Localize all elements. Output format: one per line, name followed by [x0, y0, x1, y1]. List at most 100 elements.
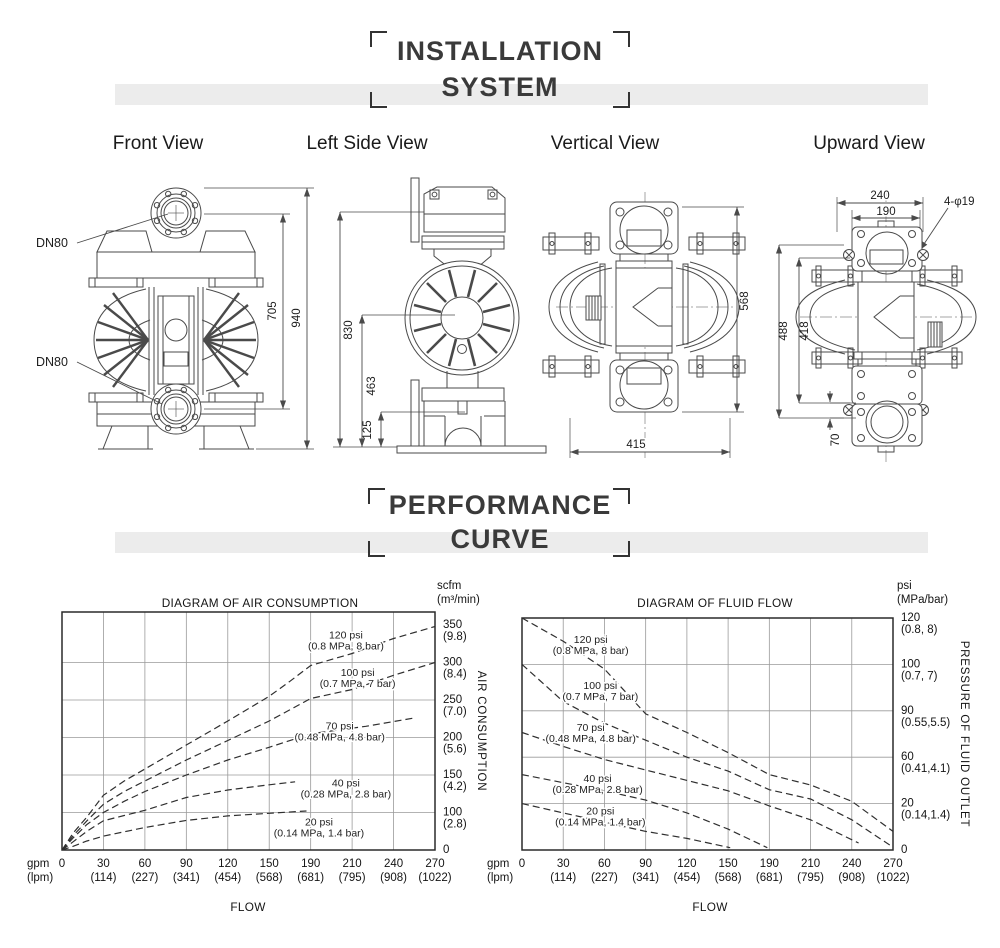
- svg-text:(908): (908): [838, 872, 865, 884]
- svg-text:150: 150: [443, 769, 462, 781]
- svg-text:FLOW: FLOW: [230, 900, 266, 914]
- upward-view-drawing: [775, 190, 977, 462]
- svg-text:(0.55,5.5): (0.55,5.5): [901, 717, 950, 729]
- bracket-icon: [368, 541, 385, 557]
- svg-text:(341): (341): [632, 872, 659, 884]
- curve-100-psi: [521, 663, 891, 846]
- upward-dim-240: 240: [870, 190, 889, 202]
- curve-20-psi: [521, 803, 731, 849]
- svg-text:(568): (568): [715, 872, 742, 884]
- clamp-bolts: [548, 232, 740, 378]
- svg-text:0: 0: [519, 858, 525, 870]
- curve-label: 120 psi(0.8 MPa, 8 bar): [308, 630, 384, 653]
- svg-text:(lpm): (lpm): [27, 872, 53, 884]
- svg-text:gpm: gpm: [27, 858, 49, 870]
- svg-text:0: 0: [443, 844, 449, 856]
- svg-text:scfm: scfm: [437, 580, 461, 592]
- svg-text:(0.7, 7): (0.7, 7): [901, 670, 938, 682]
- svg-text:(MPa/bar): (MPa/bar): [897, 594, 948, 606]
- svg-text:(454): (454): [214, 872, 241, 884]
- svg-text:(681): (681): [756, 872, 783, 884]
- svg-text:210: 210: [343, 858, 362, 870]
- upward-dim-holes: 4-φ19: [944, 196, 974, 208]
- side-dim-125: 125: [362, 420, 374, 439]
- svg-text:(7.0): (7.0): [443, 706, 467, 718]
- fluid-flow-chart: 120 psi(0.8 MPa, 8 bar)100 psi(0.7 MPa, …: [487, 580, 970, 914]
- svg-text:(5.6): (5.6): [443, 744, 467, 756]
- svg-text:(227): (227): [591, 872, 618, 884]
- svg-text:350: 350: [443, 619, 462, 631]
- bracket-icon: [370, 31, 387, 47]
- svg-text:(341): (341): [173, 872, 200, 884]
- svg-text:0: 0: [59, 858, 65, 870]
- svg-text:60: 60: [138, 858, 151, 870]
- svg-text:200: 200: [443, 732, 462, 744]
- air-consumption-chart: 120 psi(0.8 MPa, 8 bar) 100 psi(0.7 MPa, …: [27, 580, 487, 914]
- svg-text:150: 150: [260, 858, 279, 870]
- svg-text:30: 30: [557, 858, 570, 870]
- wheel-spokes: [413, 269, 511, 367]
- svg-text:190: 190: [760, 858, 779, 870]
- svg-text:FLOW: FLOW: [692, 900, 728, 914]
- svg-text:20: 20: [901, 798, 914, 810]
- bracket-icon: [613, 541, 630, 557]
- svg-text:270: 270: [883, 858, 902, 870]
- svg-text:240: 240: [842, 858, 861, 870]
- svg-text:(8.4): (8.4): [443, 669, 467, 681]
- svg-text:150: 150: [719, 858, 738, 870]
- view-label-side: Left Side View: [306, 133, 428, 154]
- svg-text:(0.8, 8): (0.8, 8): [901, 624, 938, 636]
- bolt-holes: [153, 190, 199, 236]
- svg-text:(2.8): (2.8): [443, 819, 467, 831]
- right-fins: [203, 292, 256, 388]
- curve-label: 100 psi(0.7 MPa, 7 bar): [320, 667, 396, 690]
- svg-text:(1022): (1022): [418, 872, 451, 884]
- svg-text:(114): (114): [550, 872, 576, 884]
- curve-40-psi: [61, 781, 296, 851]
- svg-text:psi: psi: [897, 580, 912, 592]
- header-band-installation: [115, 84, 928, 105]
- bolt-holes: [153, 386, 199, 432]
- svg-text:(908): (908): [380, 872, 407, 884]
- vertical-view-drawing: [542, 192, 746, 458]
- svg-text:100: 100: [443, 807, 462, 819]
- bracket-icon: [370, 92, 387, 108]
- front-dim-705: 705: [267, 301, 279, 320]
- svg-text:gpm: gpm: [487, 858, 509, 870]
- front-view-drawing: [76, 187, 314, 450]
- svg-text:90: 90: [639, 858, 652, 870]
- svg-text:120: 120: [901, 612, 920, 624]
- section-title-installation-line1: INSTALLATION: [397, 36, 603, 66]
- svg-text:(4.2): (4.2): [443, 781, 467, 793]
- front-port-bottom-label: DN80: [36, 355, 68, 369]
- side-dim-830: 830: [343, 320, 355, 339]
- front-dim-940: 940: [291, 308, 303, 327]
- left-fins: [96, 292, 149, 388]
- upward-dim-70: 70: [830, 434, 842, 447]
- curve-label: 120 psi(0.8 MPa, 8 bar): [553, 634, 629, 657]
- curve-120-psi: [521, 617, 894, 832]
- svg-text:(795): (795): [339, 872, 366, 884]
- bracket-icon: [613, 92, 630, 108]
- svg-text:(681): (681): [297, 872, 324, 884]
- svg-text:AIR CONSUMPTION: AIR CONSUMPTION: [475, 671, 487, 792]
- svg-text:60: 60: [598, 858, 611, 870]
- svg-text:(454): (454): [673, 872, 700, 884]
- curve-40-psi: [521, 774, 768, 849]
- view-label-vertical: Vertical View: [550, 133, 660, 154]
- svg-text:190: 190: [301, 858, 320, 870]
- curve-label: 40 psi(0.28 MPa, 2.8 bar): [301, 777, 391, 800]
- svg-text:(114): (114): [90, 872, 116, 884]
- view-label-front: Front View: [112, 133, 204, 154]
- svg-text:(227): (227): [131, 872, 158, 884]
- curve-70-psi: [521, 731, 859, 844]
- upward-dim-190: 190: [876, 206, 895, 218]
- header-band-performance: [115, 532, 928, 553]
- svg-text:DIAGRAM OF FLUID FLOW: DIAGRAM OF FLUID FLOW: [637, 596, 793, 610]
- svg-text:(lpm): (lpm): [487, 872, 513, 884]
- curve-label: 20 psi(0.14 MPa, 1.4 bar): [274, 816, 364, 839]
- svg-text:60: 60: [901, 751, 914, 763]
- svg-text:250: 250: [443, 694, 462, 706]
- section-title-performance-line2: CURVE: [450, 524, 550, 554]
